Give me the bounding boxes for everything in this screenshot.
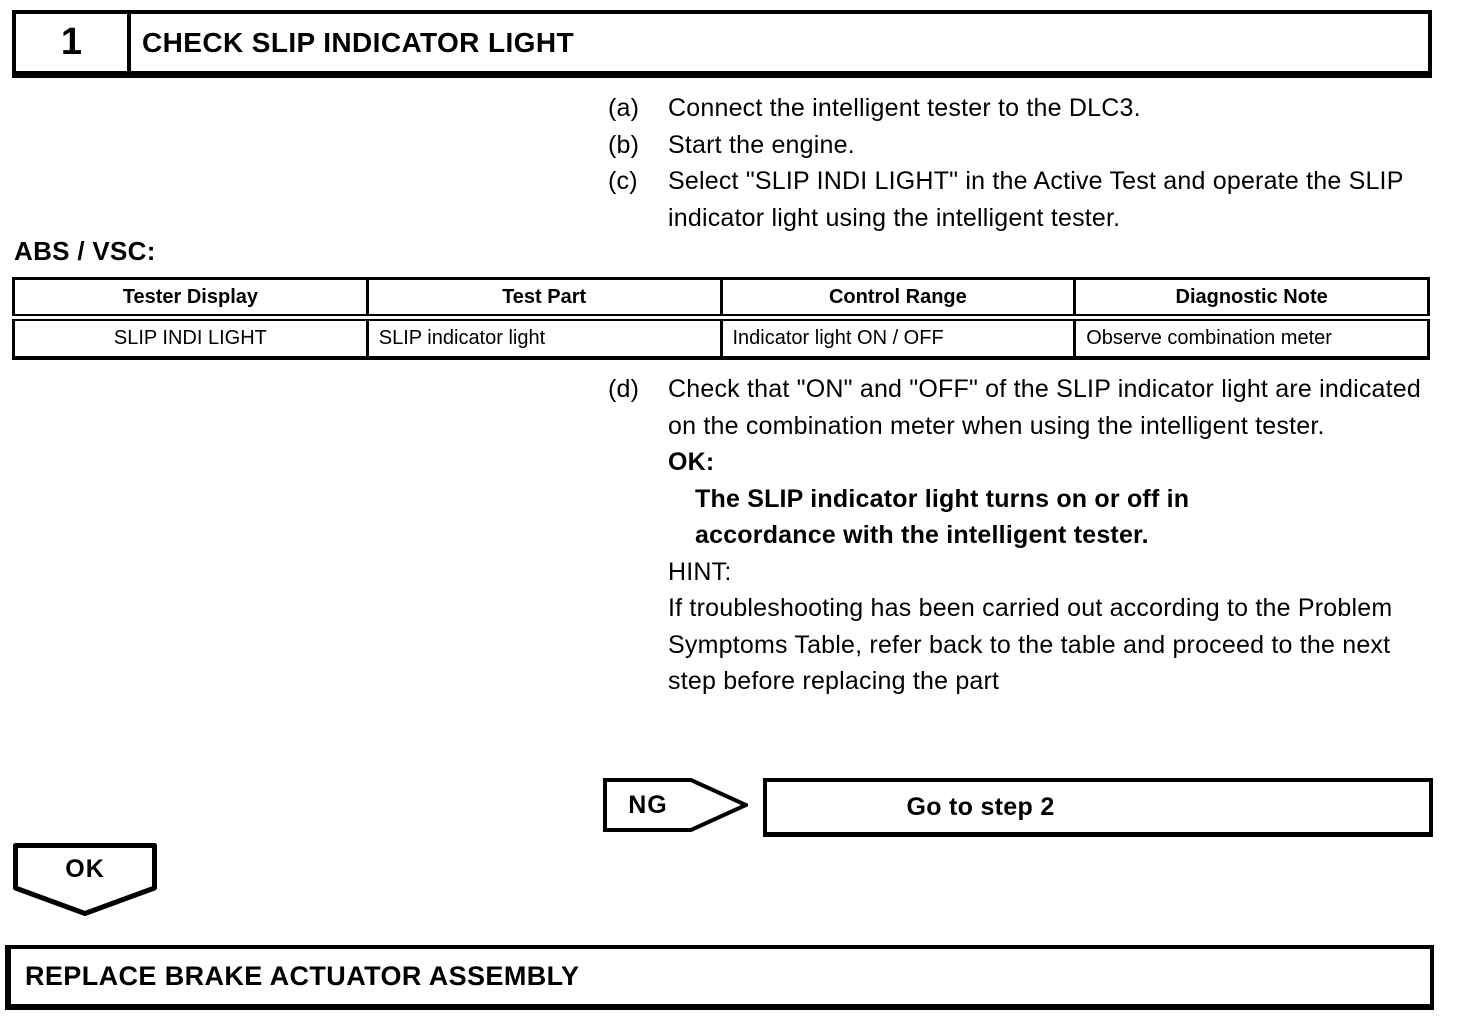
ng-action-box: Go to step 2 bbox=[763, 778, 1433, 837]
substep-c-label: (c) bbox=[608, 167, 638, 195]
ok-branch-label: OK bbox=[65, 854, 105, 883]
substep-a-label: (a) bbox=[608, 94, 640, 122]
ok-arrow-shape-icon bbox=[13, 843, 157, 916]
substep-b-text: Start the engine. bbox=[668, 130, 855, 159]
ng-action-text: Go to step 2 bbox=[906, 792, 1055, 821]
col-header-tester-display: Tester Display bbox=[12, 277, 369, 321]
substep-c-text: Select "SLIP INDI LIGHT" in the Active T… bbox=[668, 167, 1404, 232]
hint-label: HINT: bbox=[668, 557, 732, 586]
substeps-abc: (a) Connect the intelligent tester to th… bbox=[608, 90, 1433, 236]
ok-criteria-label: OK: bbox=[668, 448, 715, 476]
spec-table-caption: ABS / VSC: bbox=[14, 236, 156, 266]
spec-table-header-row: Tester Display Test Part Control Range D… bbox=[12, 277, 1430, 321]
substep-d-label: (d) bbox=[608, 375, 640, 403]
ok-criteria-text: The SLIP indicator light turns on or off… bbox=[695, 484, 1190, 550]
step-title: CHECK SLIP INDICATOR LIGHT bbox=[142, 26, 574, 58]
substep-b-label: (b) bbox=[608, 130, 640, 159]
ok-branch-arrow: OK bbox=[13, 843, 157, 917]
ng-arrow-shape-icon bbox=[603, 778, 748, 832]
substep-d-block: (d) Check that "ON" and "OFF" of the SLI… bbox=[608, 371, 1433, 700]
substep-b: (b) Start the engine. bbox=[608, 127, 1433, 164]
cell-tester-display: SLIP INDI LIGHT bbox=[12, 316, 369, 360]
col-header-test-part: Test Part bbox=[365, 277, 723, 321]
substep-a: (a) Connect the intelligent tester to th… bbox=[608, 90, 1433, 127]
spec-table: Tester Display Test Part Control Range D… bbox=[12, 277, 1430, 360]
step-header: 1 CHECK SLIP INDICATOR LIGHT bbox=[12, 10, 1432, 78]
substep-d-text: Check that "ON" and "OFF" of the SLIP in… bbox=[668, 375, 1421, 440]
cell-diagnostic-note: Observe combination meter bbox=[1073, 316, 1430, 360]
substep-a-text: Connect the intelligent tester to the DL… bbox=[668, 94, 1141, 122]
hint-text: If troubleshooting has been carried out … bbox=[668, 594, 1393, 695]
substep-c: (c) Select "SLIP INDI LIGHT" in the Acti… bbox=[608, 163, 1433, 236]
cell-test-part: SLIP indicator light bbox=[365, 316, 723, 360]
ok-action-box: REPLACE BRAKE ACTUATOR ASSEMBLY bbox=[5, 945, 1434, 1010]
cell-control-range: Indicator light ON / OFF bbox=[719, 316, 1077, 360]
ng-branch-arrow: NG bbox=[603, 778, 748, 832]
step-number: 1 bbox=[16, 14, 131, 71]
substep-d: (d) Check that "ON" and "OFF" of the SLI… bbox=[608, 371, 1433, 444]
col-header-diagnostic-note: Diagnostic Note bbox=[1073, 277, 1430, 321]
col-header-control-range: Control Range bbox=[719, 277, 1077, 321]
ok-action-text: REPLACE BRAKE ACTUATOR ASSEMBLY bbox=[25, 961, 580, 991]
ng-branch-label: NG bbox=[628, 790, 668, 819]
spec-table-row: SLIP INDI LIGHT SLIP indicator light Ind… bbox=[12, 316, 1430, 360]
